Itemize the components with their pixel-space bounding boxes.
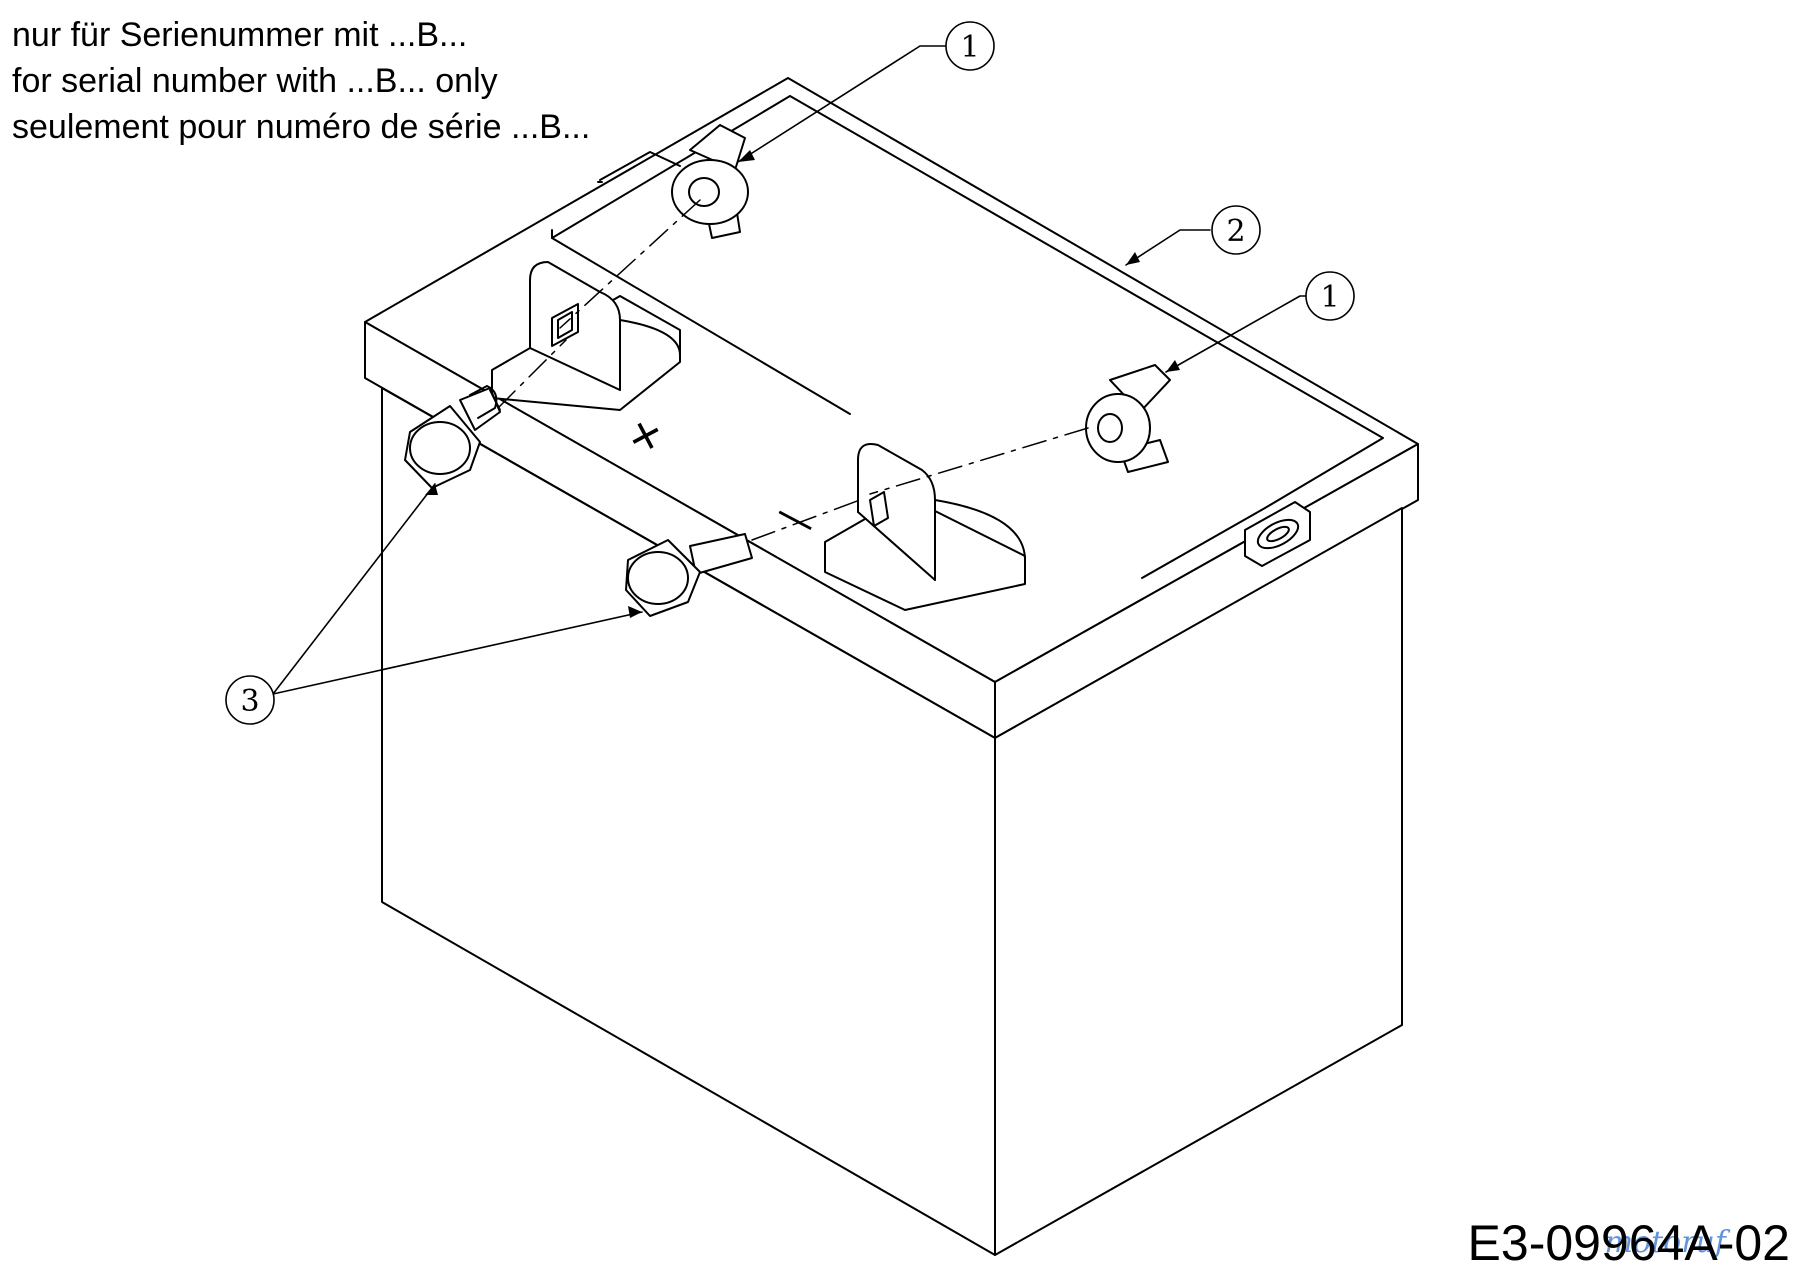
callout-1-top: 1 (945, 21, 995, 71)
lid-inner-border (551, 95, 1384, 509)
leader-arrowheads (425, 150, 1180, 618)
callout-label: 2 (1226, 214, 1245, 249)
note-line-fr: seulement pour numéro de série ...B... (12, 108, 591, 146)
battery-body (364, 77, 1419, 1256)
case-side (994, 507, 1403, 1256)
watermark-logo: motoruf (1605, 1225, 1731, 1260)
leader-lines (272, 45, 1331, 695)
lid-inner-border-right (1141, 507, 1266, 579)
callout-label: 1 (960, 30, 979, 65)
assembly-lines (497, 199, 1089, 541)
callout-2: 2 (1211, 205, 1261, 255)
callout-1-right: 1 (1305, 271, 1355, 321)
callout-label: 1 (1320, 280, 1339, 315)
negative-terminal-post (824, 443, 1026, 611)
terminal-cap-lower (1085, 364, 1171, 473)
note-line-en: for serial number with ...B... only (12, 62, 498, 100)
terminal-bolt-lower (625, 533, 753, 617)
terminal-cap-upper (671, 124, 749, 239)
callout-3: 3 (225, 675, 275, 725)
drawing-number: E3-09964A-02 (1467, 1215, 1790, 1271)
lid-inner-border-front (551, 237, 851, 415)
terminal-bolt-upper (404, 385, 501, 489)
note-line-de: nur für Serienummer mit ...B... (12, 16, 468, 54)
callout-label: 3 (240, 684, 259, 719)
vent-cap (1244, 501, 1311, 567)
